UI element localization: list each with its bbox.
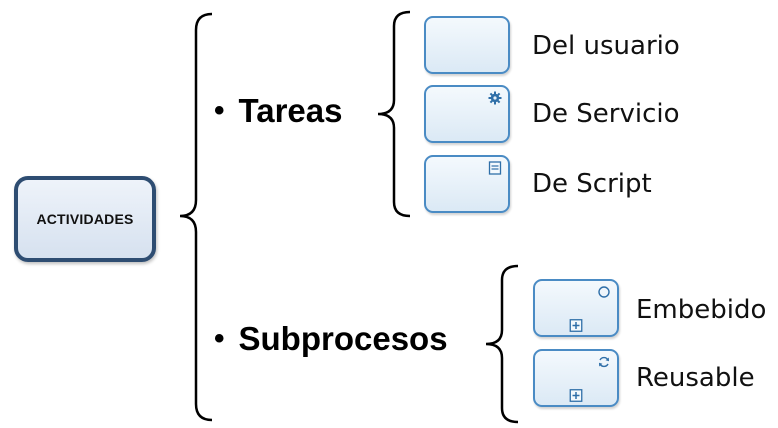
actividades-label: ACTIVIDADES	[36, 211, 134, 227]
script-icon	[488, 161, 502, 175]
reusable-subprocess-shape	[533, 349, 619, 407]
gear-icon	[488, 91, 502, 105]
tareas-heading: • Tareas	[214, 94, 342, 127]
circle-icon	[598, 286, 610, 298]
bullet-icon: •	[214, 93, 225, 127]
expand-plus-icon	[569, 319, 583, 332]
refresh-icon	[599, 356, 609, 368]
tareas-brace	[377, 10, 411, 218]
actividades-node: ACTIVIDADES	[14, 176, 156, 262]
script-task-shape	[424, 155, 510, 213]
subprocesos-brace	[485, 264, 519, 424]
expand-plus-icon	[569, 389, 583, 402]
user-task-label: Del usuario	[532, 31, 680, 61]
main-brace	[179, 12, 213, 422]
embedded-subprocess-shape	[533, 279, 619, 337]
subprocesos-heading: • Subprocesos	[214, 322, 448, 355]
subprocesos-title: Subprocesos	[238, 320, 448, 357]
embedded-subprocess-label: Embebido	[636, 295, 767, 325]
script-task-label: De Script	[532, 169, 652, 199]
service-task-shape	[424, 85, 510, 143]
tareas-title: Tareas	[238, 92, 343, 129]
service-task-label: De Servicio	[532, 99, 680, 129]
reusable-subprocess-label: Reusable	[636, 363, 755, 393]
user-task-shape	[424, 16, 510, 74]
bullet-icon: •	[214, 321, 225, 355]
